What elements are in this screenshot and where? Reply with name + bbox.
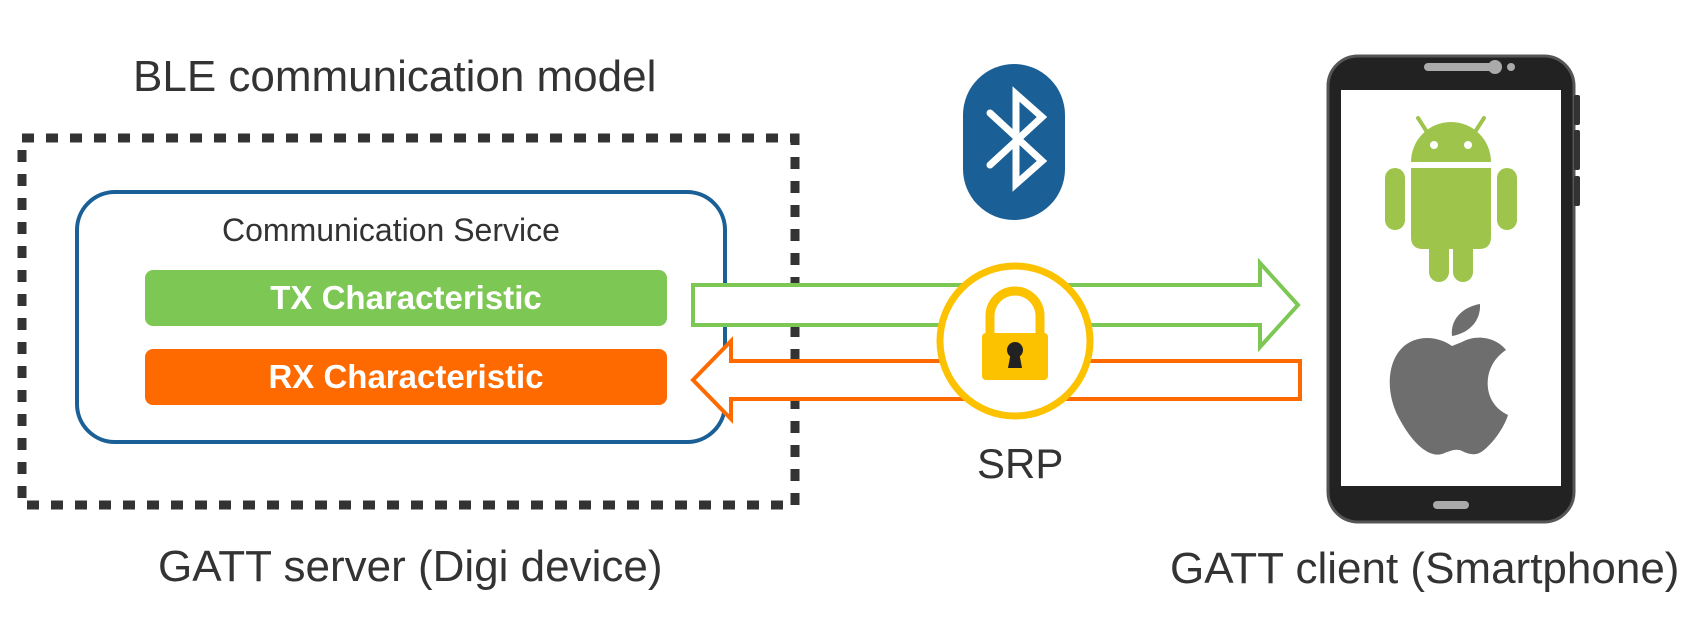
tx-characteristic: TX Characteristic [145, 270, 667, 326]
srp-label: SRP [977, 440, 1064, 487]
bluetooth-icon [963, 64, 1065, 220]
apple-icon [1389, 304, 1508, 455]
diagram-title: BLE communication model [133, 52, 657, 101]
android-icon [1385, 116, 1517, 282]
gatt-server-label: GATT server (Digi device) [158, 542, 663, 591]
service-title: Communication Service [222, 212, 560, 248]
gatt-client-label: GATT client (Smartphone) [1170, 544, 1680, 593]
padlock-icon [936, 262, 1094, 420]
rx-characteristic: RX Characteristic [145, 349, 667, 405]
gatt-server-boundary [17, 133, 800, 510]
